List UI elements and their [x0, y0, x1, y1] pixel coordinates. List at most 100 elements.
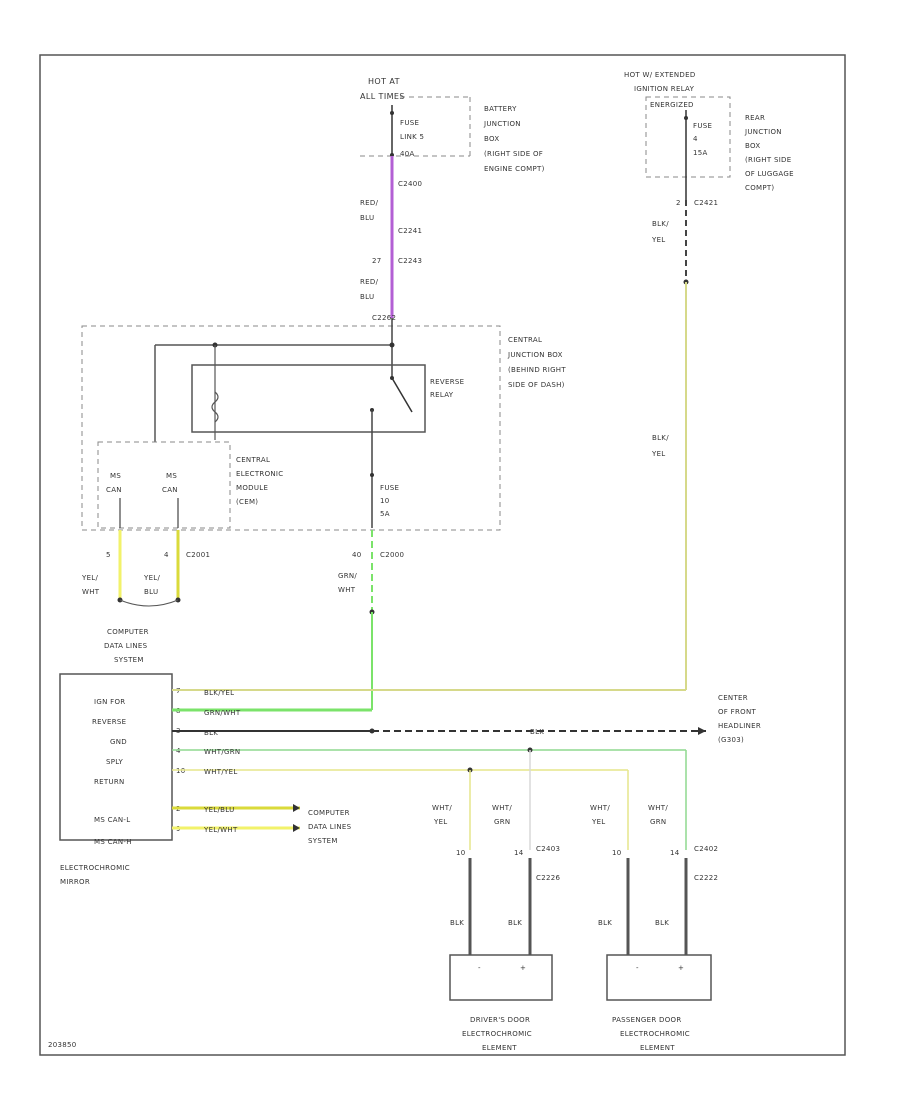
door-blk-label: BLK [450, 919, 464, 927]
rear-box-line2: JUNCTION [744, 128, 782, 136]
ground-line1: CENTER [718, 694, 748, 702]
computer-data2-line3: SYSTEM [308, 837, 338, 845]
mirror-wire-label: YEL/BLU [203, 806, 235, 814]
rear-pin-2: 2 [676, 199, 681, 207]
rear-box-line5: OF LUGGAGE [745, 170, 794, 178]
yel-blu-line2: BLU [144, 588, 158, 596]
computer-data2-line1: COMPUTER [308, 809, 350, 817]
mirror-label-gnd: GND [110, 738, 127, 746]
ground-wire-label: BLK [530, 728, 544, 736]
ground-line2: OF FRONT [718, 708, 756, 716]
grn-wht-line1: GRN/ [338, 572, 357, 580]
door-wire-label-line1: WHT/ [432, 804, 452, 812]
footer-code: 203850 [48, 1041, 77, 1049]
door-pin: 14 [670, 849, 680, 857]
cem-line3: MODULE [236, 484, 268, 492]
mirror-name-line2: MIRROR [60, 878, 90, 886]
computer-data-brace [119, 599, 179, 607]
battery-box-line5: ENGINE COMPT) [484, 165, 545, 173]
cjb-line3: (BEHIND RIGHT [508, 366, 566, 374]
electrochromic-mirror-box [59, 673, 173, 841]
computer-data2-line2: DATA LINES [308, 823, 352, 831]
door-conn-c2402: C2402 [694, 845, 718, 853]
passenger-door-element-box [606, 954, 712, 1001]
mirror-pin: 4 [176, 747, 181, 755]
cem-line1: CENTRAL [236, 456, 270, 464]
rear-fuse-line1: FUSE [693, 122, 712, 130]
door-wire-label-line2: GRN [650, 818, 666, 826]
cjb-line4: SIDE OF DASH) [508, 381, 565, 389]
grn-wht-line2: WHT [338, 586, 356, 594]
door-wire-label-line1: WHT/ [492, 804, 512, 812]
ground-line4: (G303) [718, 736, 744, 744]
door-wire-label-line2: YEL [433, 818, 448, 826]
hot-at-label: HOT AT [368, 77, 400, 86]
pin-27: 27 [372, 257, 382, 265]
hot-at-value: ALL TIMES [360, 92, 405, 101]
fuse10-line2: 10 [380, 497, 390, 505]
fuse-link-line1: FUSE [400, 119, 419, 127]
battery-box-line2: JUNCTION [483, 120, 521, 128]
ms-can-l-line2: CAN [106, 486, 122, 494]
passenger-door-line3: ELEMENT [640, 1044, 675, 1052]
mirror-label-sply: SPLY [106, 758, 124, 766]
yel-wht-line2: WHT [82, 588, 100, 596]
conn-c2421: C2421 [694, 199, 718, 207]
door-conn-c2403: C2403 [536, 845, 560, 853]
relay-coil-icon [211, 391, 219, 423]
rear-box-line4: (RIGHT SIDE [745, 156, 791, 164]
wire2-color-line1: RED/ [360, 278, 379, 286]
blk-yel-label-line2: YEL [651, 236, 666, 244]
door-pin: 10 [456, 849, 466, 857]
ground-line3: HEADLINER [718, 722, 761, 730]
central-junction-box-outline [81, 325, 501, 531]
cjb-line1: CENTRAL [508, 336, 542, 344]
door-conn-c2222: C2222 [694, 874, 718, 882]
mirror-label-reverse: REVERSE [92, 718, 126, 726]
mirror-label-ign: IGN FOR [94, 698, 125, 706]
rear-box-line3: BOX [745, 142, 760, 150]
door-blk-label: BLK [655, 919, 669, 927]
data-arrow-icon [293, 804, 300, 812]
diagram-frame [39, 54, 846, 1056]
ms-can-l-line1: MS [110, 472, 121, 480]
relay-label-line2: RELAY [430, 391, 454, 399]
cjb-line2: JUNCTION BOX [507, 351, 563, 359]
computer-data-line2: DATA LINES [104, 642, 148, 650]
yel-blu-line1: YEL/ [143, 574, 160, 582]
rear-fuse-line3: 15A [693, 149, 708, 157]
fuse10-node [370, 473, 374, 477]
blk-yel-label-line1: BLK/ [652, 220, 669, 228]
door-conn-c2226: C2226 [536, 874, 560, 882]
drivers-door-element-box [449, 954, 553, 1001]
battery-box-line3: BOX [484, 135, 499, 143]
passenger-door-line1: PASSENGER DOOR [612, 1016, 682, 1024]
door-blk-label: BLK [508, 919, 522, 927]
polarity-minus-icon: - [478, 964, 481, 972]
mirror-wire-label: WHT/YEL [204, 768, 238, 776]
door-wire-label-line1: WHT/ [648, 804, 668, 812]
door-wire-label-line2: GRN [494, 818, 510, 826]
pin-5: 5 [106, 551, 111, 559]
relay-feed-node [389, 342, 395, 348]
conn-c2241: C2241 [398, 227, 422, 235]
computer-data-line1: COMPUTER [107, 628, 149, 636]
wire1-color-line1: RED/ [360, 199, 379, 207]
battery-box-line1: BATTERY [484, 105, 517, 113]
pin-40: 40 [352, 551, 362, 559]
cem-line4: (CEM) [236, 498, 258, 506]
rear-fuse-line2: 4 [693, 135, 698, 143]
conn-c2262: C2262 [372, 314, 396, 322]
relay-label-line1: REVERSE [430, 378, 464, 386]
mirror-label-can-h: MS CAN-H [94, 838, 132, 846]
door-blk-label: BLK [598, 919, 612, 927]
reverse-relay-box [191, 364, 426, 433]
mirror-label-return: RETURN [94, 778, 125, 786]
pin-4: 4 [164, 551, 169, 559]
fuse10-line1: FUSE [380, 484, 399, 492]
mirror-name-line1: ELECTROCHROMIC [60, 864, 130, 872]
rear-fuse-node [684, 116, 688, 120]
battery-box-line4: (RIGHT SIDE OF [484, 150, 543, 158]
driver-door-line1: DRIVER'S DOOR [470, 1016, 530, 1024]
